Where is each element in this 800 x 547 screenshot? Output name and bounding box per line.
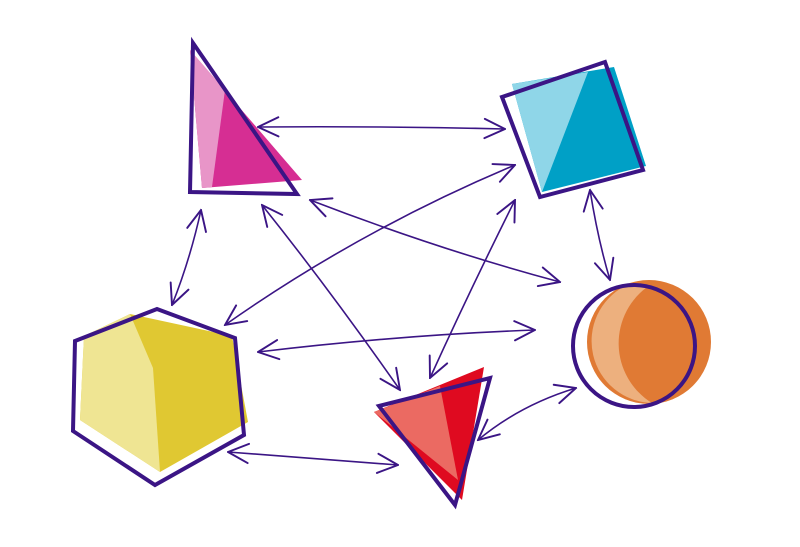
arrow-cyan-orange — [590, 190, 610, 280]
arrow-magenta-yellow — [172, 210, 201, 305]
arrow-yellow-orange — [258, 330, 535, 352]
arrow-magenta-red — [262, 205, 400, 390]
triangle-magenta — [187, 36, 302, 197]
circle-orange — [571, 280, 711, 409]
arrow-magenta-orange — [310, 200, 560, 282]
triangle-red — [374, 367, 493, 510]
hexagon-yellow — [70, 306, 248, 488]
arrow-yellow-cyan — [225, 165, 515, 325]
arrow-red-cyan — [430, 200, 515, 378]
square-cyan — [499, 59, 646, 200]
arrow-yellow-red — [228, 452, 398, 465]
connector-arrows — [172, 127, 610, 465]
arrow-magenta-cyan — [258, 127, 505, 129]
arrow-red-orange — [478, 388, 576, 440]
